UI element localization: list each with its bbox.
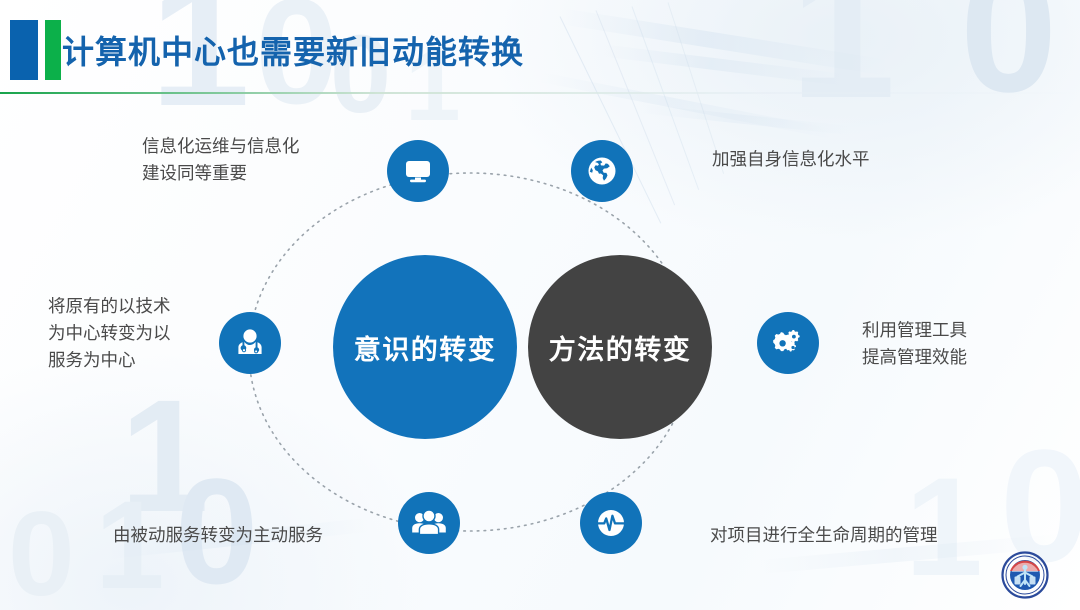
caption-bottom-right: 对项目进行全生命周期的管理 — [710, 525, 938, 545]
globe-icon — [585, 154, 619, 188]
caption-mid-right: 利用管理工具 提高管理效能 — [862, 320, 967, 368]
node-mid-right[interactable] — [757, 312, 819, 374]
caption-top-right: 加强自身信息化水平 — [712, 149, 870, 169]
core-label: 意识的转变 — [353, 334, 497, 365]
page-title: 计算机中心也需要新旧动能转换 — [62, 34, 525, 70]
node-bottom-left[interactable] — [398, 492, 460, 554]
core-circle-method[interactable]: 方法的转变 — [528, 255, 712, 439]
people-icon — [411, 506, 447, 540]
doctor-icon — [233, 326, 267, 360]
header-accent-bar-green — [45, 20, 61, 80]
node-bottom-right[interactable] — [580, 492, 642, 554]
core-label: 方法的转变 — [548, 334, 692, 365]
node-top-left[interactable] — [387, 140, 449, 202]
monitor-icon — [402, 155, 434, 187]
gears-icon — [771, 326, 805, 360]
header-accent-bar-blue — [10, 20, 38, 80]
node-mid-left[interactable] — [219, 312, 281, 374]
core-circle-awareness[interactable]: 意识的转变 — [333, 255, 517, 439]
hospital-emblem-logo — [1001, 551, 1049, 599]
caption-bottom-left: 由被动服务转变为主动服务 — [113, 525, 323, 545]
caption-top-left: 信息化运维与信息化 建设同等重要 — [142, 136, 300, 184]
node-top-right[interactable] — [571, 140, 633, 202]
caption-mid-left: 将原有的以技术 为中心转变为以 服务为中心 — [48, 296, 171, 371]
pulse-icon — [594, 506, 628, 540]
header-divider — [0, 92, 1080, 94]
